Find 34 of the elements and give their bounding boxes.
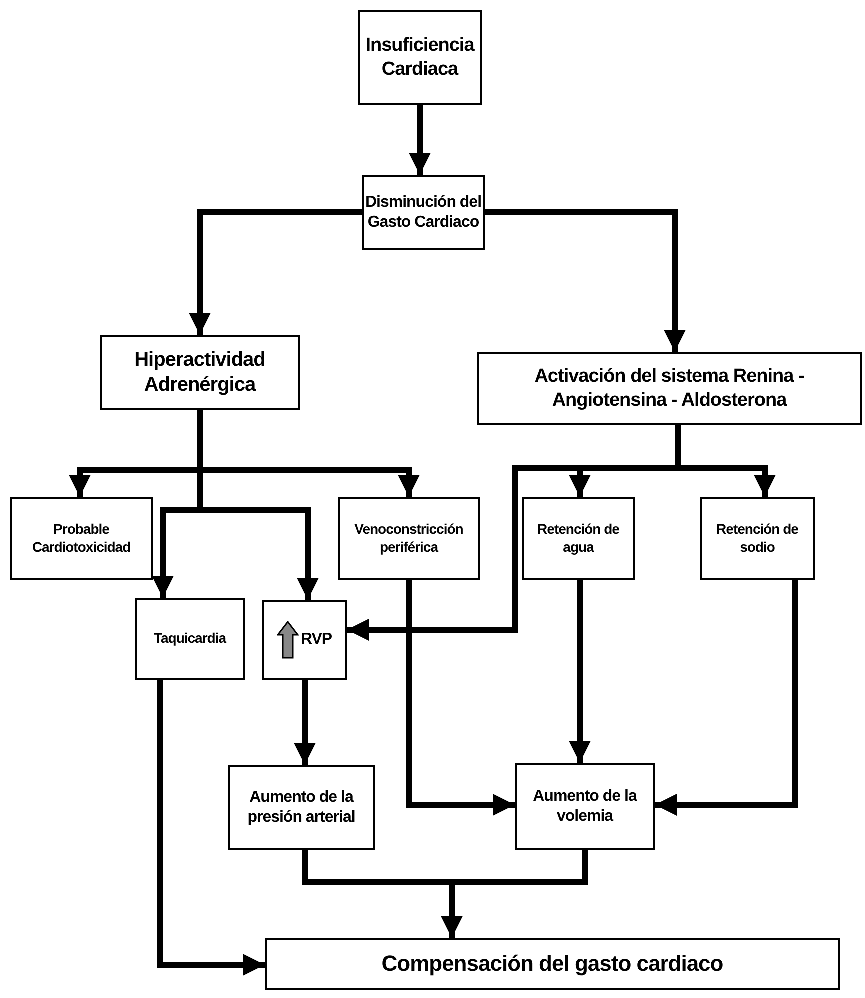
process-box: [477, 352, 862, 425]
node-text: Venoconstricción periférica: [354, 521, 464, 556]
node-text: Activación del sistema Renina - Angiotensina - Aldosterona: [534, 364, 806, 412]
process-box: [338, 497, 480, 580]
process-box: [700, 497, 815, 580]
arrow: [655, 580, 798, 816]
node-text: Probable Cardiotoxicidad: [31, 521, 132, 556]
arrow: [189, 209, 362, 335]
arrow: [406, 580, 515, 816]
node-text: Aumento de la volemia: [532, 786, 638, 826]
node-text: Aumento de la presión arterial: [246, 788, 356, 828]
process-box: [135, 598, 245, 680]
node-text: Hiperactividad Adrenérgica: [134, 348, 266, 398]
process-box: [228, 765, 375, 850]
arrow: [569, 580, 591, 763]
process-box: [10, 497, 153, 580]
arrow: [294, 680, 316, 765]
process-box: [358, 10, 482, 105]
arrow: [157, 680, 265, 976]
node-text: Retención de sodio: [716, 521, 800, 556]
node-text: RVP: [300, 630, 332, 650]
arrow: [485, 209, 686, 352]
process-box: [100, 335, 300, 410]
process-box: [362, 175, 485, 250]
process-box: [262, 600, 347, 680]
arrow: [409, 105, 431, 175]
node-text: Taquicardia: [154, 630, 226, 648]
node-text: Insuficiencia Cardiaca: [364, 34, 476, 82]
node-text: Compensación del gasto cardiaco: [382, 950, 724, 978]
node-text: Retención de agua: [536, 521, 620, 556]
process-box: [522, 497, 635, 580]
node-text: Disminución del Gasto Cardiaco: [364, 192, 483, 232]
process-box: [515, 763, 655, 850]
process-box: [265, 938, 840, 990]
